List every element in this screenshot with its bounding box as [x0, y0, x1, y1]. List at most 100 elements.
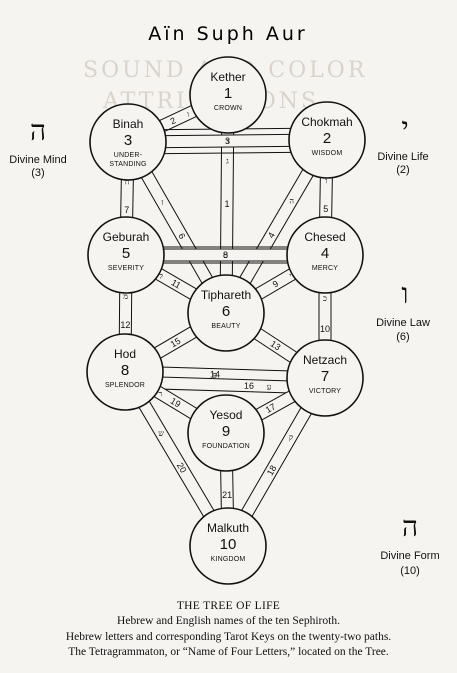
path-number: 11	[169, 277, 182, 290]
sephira-name: Chesed	[304, 230, 345, 244]
sephira-english-name: VICTORY	[309, 388, 341, 395]
side-label-divine-law: ו Divine Law (6)	[376, 277, 430, 343]
path-number: 19	[169, 396, 183, 410]
path-number: 12	[120, 320, 130, 330]
sephira-number: 8	[121, 362, 129, 379]
sephira-english-name: FOUNDATION	[202, 443, 250, 450]
path-number: 16	[244, 381, 254, 391]
path-number: 2	[169, 115, 178, 126]
sephira-circle	[286, 216, 364, 294]
path-hebrew-letter: ג	[226, 156, 229, 165]
path-hebrew-letter: ק	[289, 433, 293, 442]
path-hebrew-letter: ו	[187, 110, 189, 119]
path-hebrew-letter: ש	[158, 429, 164, 438]
sephira-name: Hod	[114, 347, 136, 361]
hebrew-letter: י	[401, 111, 408, 144]
path-number: 9	[271, 278, 280, 289]
sephira-number: 5	[122, 245, 130, 262]
sephira-english-name: KINGDOM	[211, 556, 246, 563]
side-label-divine-life: י Divine Life(2)	[377, 111, 428, 176]
caption-line-2: Hebrew letters and corresponding Tarot K…	[65, 631, 392, 643]
path-number: 6	[176, 231, 187, 240]
path-number: 20	[175, 461, 189, 475]
path-hebrew-letter: ל	[158, 271, 163, 280]
path-number: 10	[320, 324, 330, 334]
sephiroth-layer: Kether1CROWNChokmah2WISDOMBinah3UNDER-ST…	[86, 56, 366, 585]
sephira-name: Geburah	[103, 230, 150, 244]
divine-aspect-number: (6)	[396, 331, 409, 343]
path-hebrew-letter: ה	[289, 197, 294, 206]
hebrew-letter: ה	[402, 510, 418, 543]
sephira-name: Netzach	[303, 353, 347, 367]
path-number: 21	[222, 490, 232, 500]
path-number: 4	[266, 230, 277, 239]
sephira-name: Yesod	[210, 408, 243, 422]
tetragrammaton-labels: ה Divine Mind(3) י Divine Life(2) ו Divine La…	[9, 111, 439, 577]
sephira-circle	[189, 507, 267, 585]
caption-line-3: The Tetragrammaton, or “Name of Four Let…	[68, 646, 389, 658]
sephira-english-name: WISDOM	[312, 150, 343, 157]
path-hebrew-letter: ו	[325, 176, 327, 185]
sephira-number: 10	[220, 536, 237, 553]
path-hebrew-letter: ע	[267, 382, 272, 391]
sephira-number: 3	[124, 132, 132, 149]
sephira-circle	[288, 101, 366, 179]
path-number: 7	[124, 205, 129, 215]
sephira-number: 6	[222, 303, 230, 320]
path-number: 1	[224, 199, 229, 209]
path-number: 17	[264, 401, 278, 415]
sephira-name: Binah	[113, 117, 144, 131]
ain-suph-aur-title: Aïn Suph Aur	[148, 23, 307, 45]
sephira-circle	[187, 274, 265, 352]
sephira-number: 9	[222, 423, 230, 440]
sephira-english-name: CROWN	[214, 105, 242, 112]
path-number: 15	[169, 336, 183, 350]
caption-line-1: Hebrew and English names of the ten Seph…	[117, 615, 340, 627]
sephira-english-name: BEAUTY	[211, 323, 240, 330]
path-number: 18	[265, 464, 279, 478]
path-number: 14	[210, 370, 220, 380]
sephira-circle	[89, 103, 167, 181]
hebrew-letter: ו	[401, 277, 408, 310]
side-label-divine-form: ה Divine Form (10)	[380, 510, 439, 577]
path-number: 5	[323, 204, 328, 214]
path-hebrew-letter: ז	[161, 198, 163, 207]
divine-aspect-label: Divine Form	[380, 550, 439, 562]
hebrew-letter: ה	[30, 114, 46, 147]
divine-aspect-number: (2)	[396, 164, 409, 176]
divine-aspect-label: Divine Life	[377, 151, 428, 163]
sephira-english-name: SEVERITY	[108, 265, 144, 272]
sephira-number: 1	[224, 85, 232, 102]
sephira-circle	[87, 216, 165, 294]
path-hebrew-letter: י	[289, 271, 291, 280]
sephira-name: Tiphareth	[201, 288, 251, 302]
path-hebrew-letter: פ	[213, 371, 217, 380]
sephira-name: Malkuth	[207, 521, 249, 535]
sephira-number: 4	[321, 245, 329, 262]
path-number: 3	[225, 136, 230, 146]
divine-aspect-number: (3)	[31, 167, 44, 179]
sephira-name: Kether	[210, 70, 245, 84]
path-hebrew-letter: ד	[226, 137, 230, 146]
path-hebrew-letter: ט	[223, 251, 228, 260]
divine-aspect-number: (10)	[400, 565, 420, 577]
path-hebrew-letter: כ	[323, 294, 327, 303]
path-hebrew-letter: ח	[125, 178, 130, 187]
divine-aspect-label: Divine Mind	[9, 154, 66, 166]
sephira-circle	[187, 394, 265, 472]
divine-aspect-label: Divine Law	[376, 317, 430, 329]
sephira-circle	[286, 339, 364, 417]
sephira-english-name: STANDING	[109, 161, 146, 168]
path-hebrew-letter: מ	[123, 292, 128, 301]
